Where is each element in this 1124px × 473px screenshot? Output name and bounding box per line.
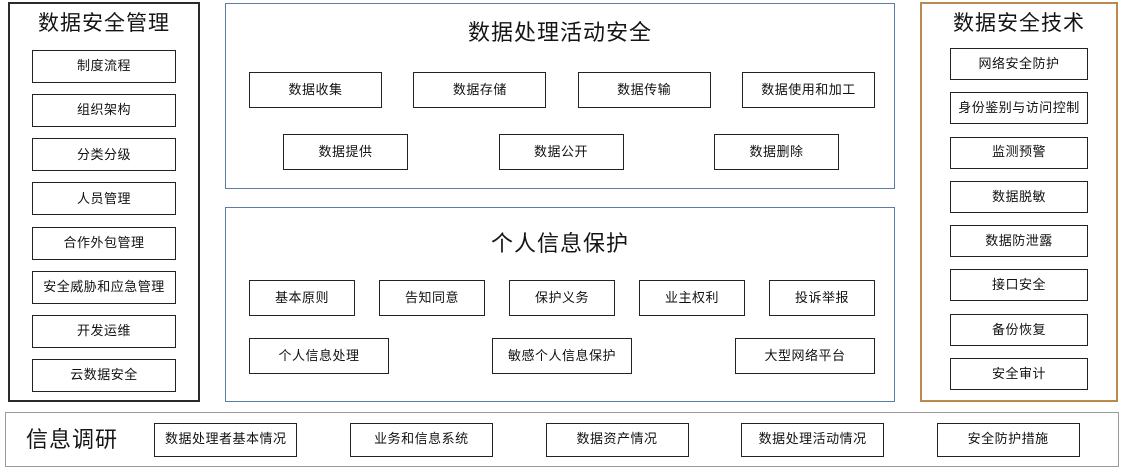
panel-personal-information-protection: 个人信息保护 基本原则 告知同意 保护义务 业主权利 投诉举报 个人信息处理 敏… — [225, 207, 895, 402]
node-personnel-management[interactable]: 人员管理 — [32, 182, 176, 216]
node-processor-basic-info[interactable]: 数据处理者基本情况 — [154, 422, 298, 457]
node-sensitive-info-protection[interactable]: 敏感个人信息保护 — [492, 338, 632, 374]
panel-data-security-technology: 数据安全技术 网络安全防护 身份鉴别与访问控制 监测预警 数据脱敏 数据防泄露 … — [920, 2, 1118, 402]
node-security-measures[interactable]: 安全防护措施 — [936, 422, 1080, 457]
node-identity-access-control[interactable]: 身份鉴别与访问控制 — [950, 92, 1088, 125]
information-survey-item-list: 数据处理者基本情况 业务和信息系统 数据资产情况 数据处理活动情况 安全防护措施 — [128, 422, 1118, 457]
panel-title-data-security-management: 数据安全管理 — [38, 12, 170, 35]
node-basic-principles[interactable]: 基本原则 — [249, 280, 355, 316]
node-business-info-systems[interactable]: 业务和信息系统 — [349, 422, 493, 457]
panel-title-information-survey: 信息调研 — [26, 426, 119, 452]
node-complaint-report[interactable]: 投诉举报 — [769, 280, 875, 316]
node-personal-info-processing[interactable]: 个人信息处理 — [249, 338, 389, 374]
node-processing-activity-status[interactable]: 数据处理活动情况 — [741, 422, 885, 457]
right-panel-item-list: 网络安全防护 身份鉴别与访问控制 监测预警 数据脱敏 数据防泄露 接口安全 备份… — [950, 48, 1088, 390]
node-informed-consent[interactable]: 告知同意 — [379, 280, 485, 316]
node-cloud-data-security[interactable]: 云数据安全 — [32, 358, 176, 392]
personal-info-row-2: 个人信息处理 敏感个人信息保护 大型网络平台 — [249, 338, 875, 374]
node-owner-rights[interactable]: 业主权利 — [639, 280, 745, 316]
node-network-security-protection[interactable]: 网络安全防护 — [950, 48, 1088, 80]
data-processing-row-2: 数据提供 数据公开 数据删除 — [283, 134, 839, 170]
node-threat-emergency-management[interactable]: 安全威胁和应急管理 — [32, 270, 176, 304]
node-monitoring-alerting[interactable]: 监测预警 — [950, 136, 1088, 169]
node-data-masking[interactable]: 数据脱敏 — [950, 180, 1088, 213]
node-classification-grading[interactable]: 分类分级 — [32, 138, 176, 172]
node-large-network-platform[interactable]: 大型网络平台 — [735, 338, 875, 374]
node-data-storage[interactable]: 数据存储 — [413, 72, 547, 108]
node-protection-obligation[interactable]: 保护义务 — [509, 280, 615, 316]
node-security-audit[interactable]: 安全审计 — [950, 357, 1088, 390]
node-data-transmission[interactable]: 数据传输 — [577, 72, 711, 108]
data-processing-row-1: 数据收集 数据存储 数据传输 数据使用和加工 — [249, 72, 875, 108]
node-institution-process[interactable]: 制度流程 — [32, 50, 176, 83]
node-interface-security[interactable]: 接口安全 — [950, 269, 1088, 302]
node-backup-recovery[interactable]: 备份恢复 — [950, 313, 1088, 346]
left-panel-item-list: 制度流程 组织架构 分类分级 人员管理 合作外包管理 安全威胁和应急管理 开发运… — [32, 50, 176, 392]
node-outsourcing-management[interactable]: 合作外包管理 — [32, 226, 176, 260]
panel-title-personal-information-protection: 个人信息保护 — [490, 231, 629, 256]
node-data-leak-prevention[interactable]: 数据防泄露 — [950, 225, 1088, 258]
panel-data-security-management: 数据安全管理 制度流程 组织架构 分类分级 人员管理 合作外包管理 安全威胁和应… — [8, 2, 200, 402]
node-data-provision[interactable]: 数据提供 — [283, 134, 408, 170]
node-data-disclosure[interactable]: 数据公开 — [498, 134, 624, 170]
node-data-use-processing[interactable]: 数据使用和加工 — [741, 72, 875, 108]
personal-info-row-1: 基本原则 告知同意 保护义务 业主权利 投诉举报 — [249, 280, 875, 316]
node-data-asset-status[interactable]: 数据资产情况 — [545, 422, 689, 457]
node-data-deletion[interactable]: 数据删除 — [714, 134, 839, 170]
panel-data-processing-activity-security: 数据处理活动安全 数据收集 数据存储 数据传输 数据使用和加工 数据提供 数据公… — [225, 3, 895, 189]
panel-title-data-security-technology: 数据安全技术 — [953, 12, 1085, 35]
node-data-collection[interactable]: 数据收集 — [249, 72, 382, 108]
panel-title-data-processing-activity-security: 数据处理活动安全 — [467, 20, 652, 45]
panel-information-survey: 信息调研 数据处理者基本情况 业务和信息系统 数据资产情况 数据处理活动情况 安… — [5, 412, 1119, 467]
node-organization-structure[interactable]: 组织架构 — [32, 94, 176, 128]
node-devops[interactable]: 开发运维 — [32, 314, 176, 348]
